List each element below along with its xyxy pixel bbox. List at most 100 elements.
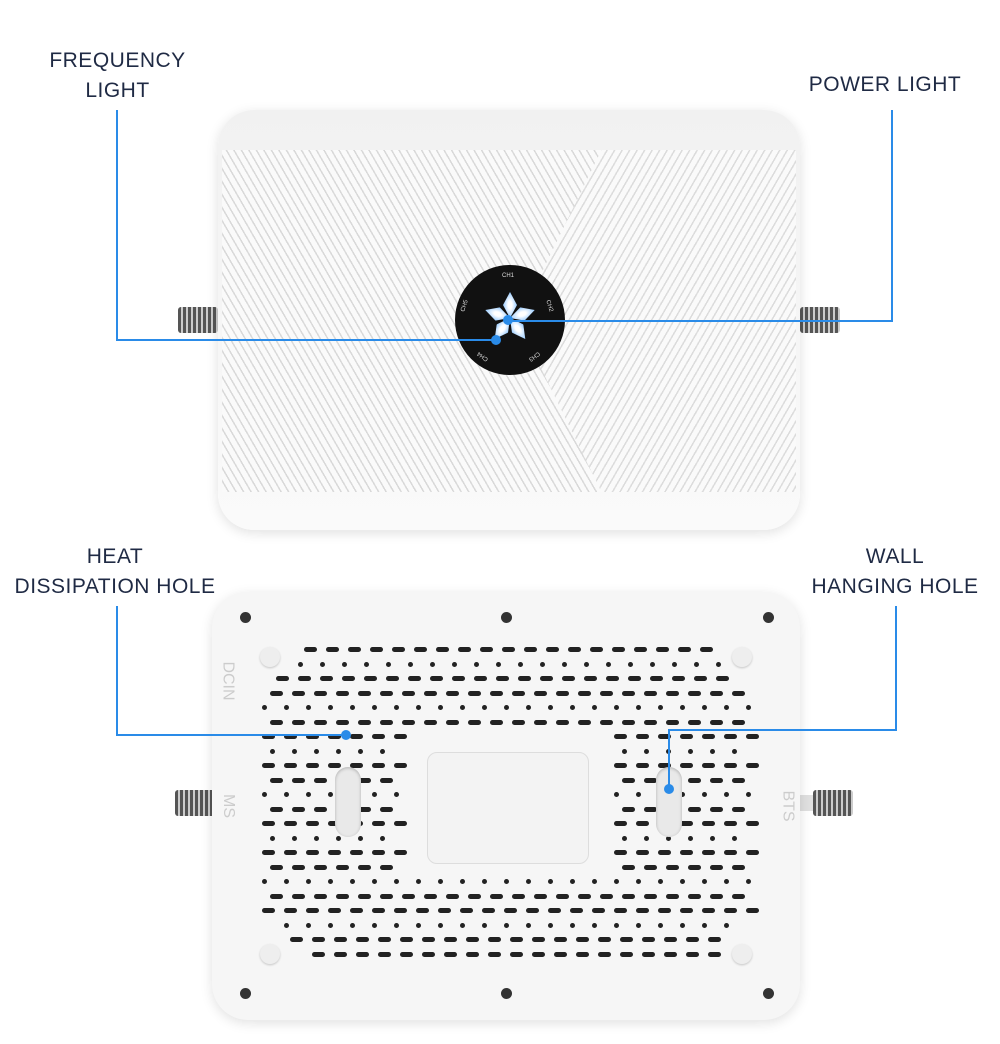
vent-hole	[548, 705, 553, 710]
vent-hole	[372, 792, 377, 797]
vent-hole	[732, 777, 745, 783]
vent-hole	[644, 864, 657, 870]
vent-hole	[350, 908, 363, 913]
vent-hole	[512, 719, 525, 725]
vent-hole	[642, 951, 655, 957]
vent-hole	[298, 676, 311, 681]
vent-hole	[680, 850, 693, 855]
vent-hole	[710, 690, 723, 696]
frequency-light-label: FREQUENCY LIGHT	[40, 46, 195, 106]
vent-hole	[644, 893, 657, 899]
vent-hole	[650, 676, 663, 681]
vent-hole	[512, 893, 525, 899]
vent-hole	[270, 690, 283, 696]
vent-hole	[636, 763, 649, 768]
vent-hole	[612, 647, 625, 652]
vent-hole	[380, 777, 393, 783]
vent-hole	[306, 922, 311, 928]
vent-hole	[306, 821, 319, 826]
vent-hole	[600, 690, 613, 696]
vent-hole	[664, 951, 677, 957]
vent-hole	[636, 879, 641, 884]
vent-hole	[372, 850, 385, 855]
vent-hole	[292, 835, 297, 841]
vent-hole	[732, 748, 737, 754]
vent-hole	[306, 908, 319, 913]
vent-hole	[350, 922, 355, 928]
vent-hole	[628, 661, 633, 667]
vent-hole	[416, 922, 421, 928]
vent-hole	[306, 792, 311, 797]
vent-hole	[416, 908, 429, 913]
vent-hole	[424, 893, 437, 899]
vent-hole	[430, 676, 443, 681]
vent-hole	[680, 705, 685, 710]
vent-hole	[358, 690, 371, 696]
vent-hole	[732, 719, 745, 725]
vent-hole	[688, 748, 693, 754]
vent-hole	[686, 951, 699, 957]
callout-line	[895, 606, 897, 731]
vent-hole	[444, 951, 457, 957]
vent-hole	[614, 734, 627, 739]
heat-dissipation-holes	[262, 647, 759, 962]
vent-hole	[328, 922, 333, 928]
vent-hole	[460, 908, 473, 913]
vent-hole	[394, 792, 399, 797]
vent-hole	[336, 690, 349, 696]
vent-hole	[402, 893, 415, 899]
vent-hole	[336, 893, 349, 899]
callout-line	[116, 339, 496, 341]
vent-hole	[394, 908, 407, 913]
vent-hole	[400, 937, 413, 942]
vent-hole	[642, 937, 655, 942]
callout-dot	[491, 335, 501, 345]
vent-hole	[270, 893, 283, 899]
vent-hole	[392, 647, 405, 652]
vent-hole	[504, 879, 509, 884]
vent-hole	[320, 661, 325, 667]
vent-hole	[394, 705, 399, 710]
vent-hole	[358, 719, 371, 725]
vent-hole	[710, 777, 723, 783]
vent-hole	[526, 922, 531, 928]
wall-hanging-hole-label: WALL HANGING HOLE	[800, 542, 990, 602]
vent-hole	[688, 835, 693, 841]
vent-hole	[636, 734, 649, 739]
vent-hole	[378, 951, 391, 957]
vent-hole	[578, 893, 591, 899]
vent-hole	[372, 922, 377, 928]
vent-hole	[372, 908, 385, 913]
vent-hole	[408, 661, 413, 667]
vent-hole	[680, 821, 693, 826]
vent-hole	[578, 719, 591, 725]
vent-hole	[314, 835, 319, 841]
dcin-label: DCIN	[219, 661, 237, 701]
callout-line	[668, 729, 670, 789]
vent-hole	[666, 719, 679, 725]
vent-hole	[444, 937, 457, 942]
vent-hole	[614, 763, 627, 768]
vent-hole	[702, 705, 707, 710]
vent-hole	[430, 661, 435, 667]
vent-hole	[694, 661, 699, 667]
vent-hole	[350, 705, 355, 710]
vent-hole	[262, 879, 267, 884]
callout-dot	[503, 315, 513, 325]
vent-hole	[358, 806, 371, 812]
callout-line	[891, 110, 893, 322]
vent-hole	[526, 908, 539, 913]
vent-hole	[328, 908, 341, 913]
vent-hole	[270, 835, 275, 841]
vent-hole	[554, 951, 567, 957]
vent-hole	[578, 690, 591, 696]
vent-hole	[658, 922, 663, 928]
vent-hole	[314, 864, 327, 870]
vent-hole	[540, 661, 545, 667]
vent-hole	[394, 734, 407, 739]
vent-hole	[336, 835, 341, 841]
vent-hole	[622, 835, 627, 841]
vent-hole	[380, 748, 385, 754]
vent-hole	[548, 879, 553, 884]
screw	[240, 612, 251, 623]
